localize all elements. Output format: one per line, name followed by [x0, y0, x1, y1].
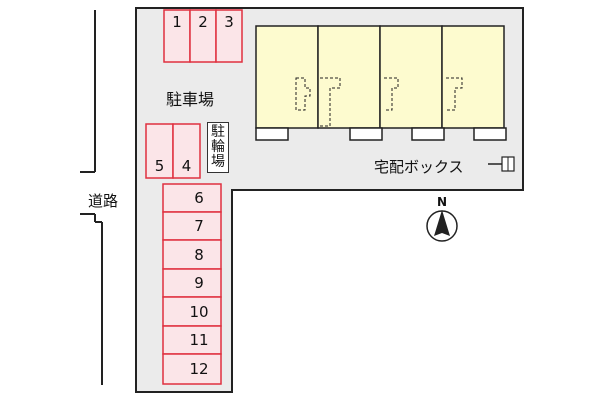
- building-unit: [441, 25, 505, 129]
- parking-number-5: 5: [154, 157, 165, 175]
- parking-space-8: [162, 239, 222, 270]
- building-unit: [255, 25, 319, 129]
- parking-number-3: 3: [224, 13, 234, 31]
- parking-number-10: 10: [189, 303, 209, 321]
- parking-top-row: [163, 9, 243, 63]
- unit-interior-outline: [320, 77, 341, 127]
- parking-label: 駐車場: [166, 90, 215, 109]
- building-unit: [317, 25, 381, 129]
- parking-number-2: 2: [198, 13, 208, 31]
- parking-space-9: [162, 268, 222, 298]
- building: [255, 25, 507, 141]
- parking-space-7: [162, 211, 222, 241]
- parking-space-12: [162, 353, 222, 385]
- parking-column: [162, 183, 222, 385]
- unit-interior-outline: [384, 77, 399, 111]
- bicycle-parking-char: 輪: [211, 139, 225, 155]
- parking-number-1: 1: [172, 13, 182, 31]
- parking-space-4: [172, 123, 201, 179]
- unit-entrance: [349, 127, 383, 141]
- unit-entrance: [473, 127, 507, 141]
- parking-number-11: 11: [189, 331, 209, 349]
- parking-number-7: 7: [194, 217, 204, 235]
- unit-entrance: [255, 127, 289, 141]
- compass-label: N: [437, 195, 448, 209]
- parking-number-6: 6: [194, 189, 204, 207]
- unit-entrance: [411, 127, 445, 141]
- bicycle-parking-char: 場: [211, 154, 225, 170]
- unit-interior-outline: [446, 77, 463, 111]
- building-unit: [379, 25, 443, 129]
- delivery-box-icon: [488, 156, 515, 172]
- unit-interior-outline: [295, 77, 311, 111]
- bicycle-parking-label: 駐 輪 場: [207, 122, 229, 173]
- parking-number-8: 8: [194, 246, 204, 264]
- delivery-box-label: 宅配ボックス: [374, 158, 464, 176]
- parking-side-pair: [145, 123, 201, 179]
- parking-space-11: [162, 325, 222, 355]
- north-arrow-icon: [426, 210, 458, 242]
- parking-number-9: 9: [194, 274, 204, 292]
- parking-number-4: 4: [181, 157, 192, 175]
- road-label: 道路: [88, 192, 119, 210]
- parking-space-10: [162, 296, 222, 327]
- parking-number-12: 12: [189, 360, 209, 378]
- parking-space-3: [215, 9, 243, 63]
- bicycle-parking-char: 駐: [211, 124, 225, 140]
